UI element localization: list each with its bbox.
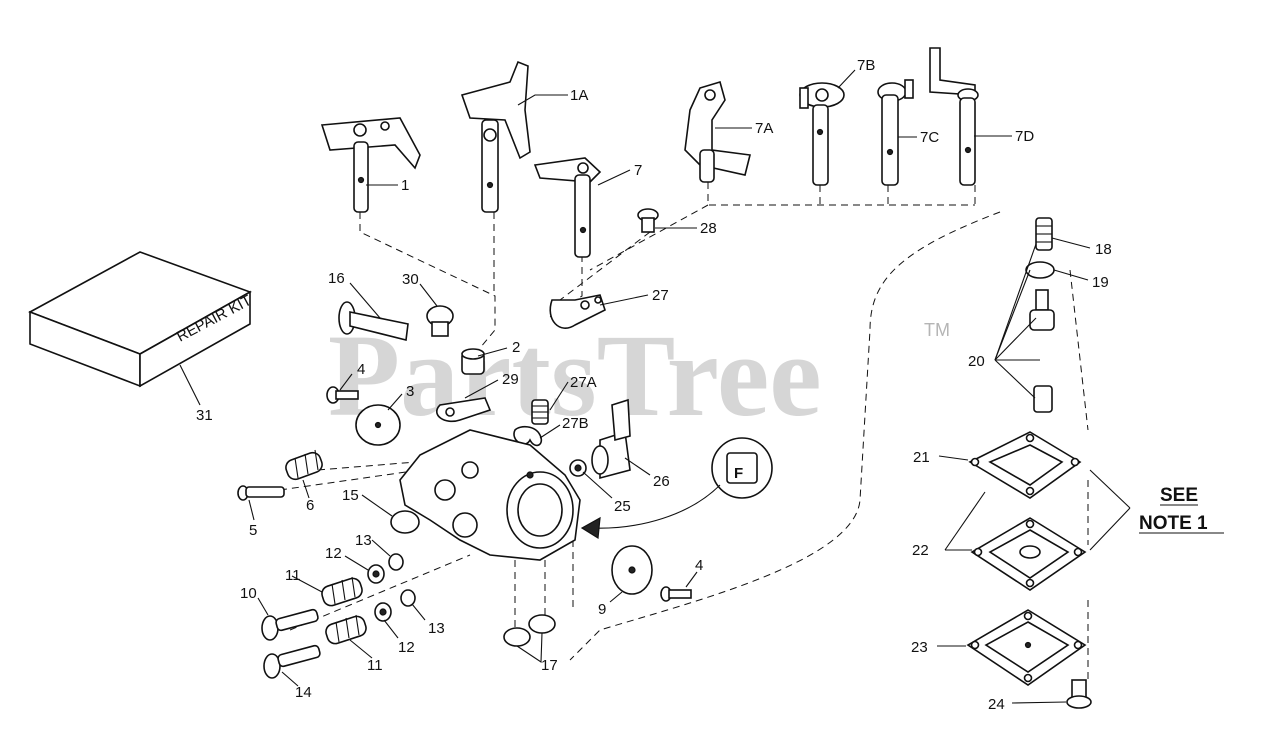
lever-1A: [460, 60, 531, 213]
label-16: 16: [328, 270, 345, 287]
label-4-top: 4: [357, 361, 365, 378]
label-23: 23: [911, 639, 928, 656]
label-27: 27: [652, 287, 669, 304]
label-2: 2: [512, 339, 520, 356]
washer-13b: [400, 589, 416, 607]
label-27A: 27A: [570, 374, 597, 391]
fitting-2: [461, 348, 485, 375]
label-6: 6: [306, 497, 314, 514]
label-4-bottom: 4: [695, 557, 703, 574]
label-7B: 7B: [857, 57, 875, 74]
label-27B: 27B: [562, 415, 589, 432]
label-12b: 12: [398, 639, 415, 656]
gasket-19: [1025, 261, 1055, 279]
washer-13a: [388, 553, 404, 571]
alignment-lines: [279, 182, 1089, 680]
screw-30: [426, 305, 454, 337]
label-11b: 11: [367, 657, 383, 674]
lever-7C: [877, 79, 914, 186]
label-7: 7: [634, 162, 642, 179]
label-10: 10: [240, 585, 257, 602]
label-18: 18: [1095, 241, 1112, 258]
pin-16: [338, 301, 409, 341]
label-28: 28: [700, 220, 717, 237]
label-30: 30: [402, 271, 419, 288]
see-note: SEE NOTE 1: [1139, 485, 1224, 534]
valve-18: [1035, 217, 1053, 251]
leader-lines: [179, 69, 1131, 704]
label-1: 1: [401, 177, 409, 194]
label-13a: 13: [355, 532, 372, 549]
label-9: 9: [598, 601, 606, 618]
plate-3: [355, 404, 401, 446]
lever-1: [320, 117, 421, 213]
plug-25: [569, 459, 587, 477]
label-13b: 13: [428, 620, 445, 637]
repair-kit-box: REPAIR KIT: [28, 251, 255, 388]
label-24: 24: [988, 696, 1005, 713]
label-7C: 7C: [920, 129, 939, 146]
link-29: [436, 397, 492, 423]
carburetor-body: [399, 429, 581, 561]
diaphragm-22: [970, 517, 1087, 591]
label-12a: 12: [325, 545, 342, 562]
watermark: PartsTree TM: [328, 310, 950, 441]
label-1A: 1A: [570, 87, 588, 104]
label-20: 20: [968, 353, 985, 370]
watermark-text: PartsTree: [328, 310, 822, 441]
lever-7: [533, 157, 602, 258]
gasket-21: [968, 431, 1082, 499]
label-5: 5: [249, 522, 257, 539]
label-29: 29: [502, 371, 519, 388]
needle-10: [261, 608, 319, 641]
label-25: 25: [614, 498, 631, 515]
washer-12a: [367, 564, 385, 584]
washer-12b: [374, 602, 392, 622]
lever-7D: [929, 47, 979, 186]
label-26: 26: [653, 473, 670, 490]
plugs-17: [503, 614, 556, 647]
screw-28: [637, 208, 659, 233]
screw-24: [1066, 679, 1092, 709]
part-labels: 1 1A 7 7A 7B 7C 7D 28 27 16 30 2 4 29 27…: [196, 57, 1112, 713]
label-19: 19: [1092, 274, 1109, 291]
plug-15: [390, 510, 420, 534]
label-14: 14: [295, 684, 312, 701]
label-7D: 7D: [1015, 128, 1034, 145]
note-line2: NOTE 1: [1139, 513, 1208, 534]
spring-11b: [325, 614, 367, 645]
watermark-trademark: TM: [924, 320, 950, 340]
lever-7B: [799, 82, 845, 186]
clip-27: [549, 294, 606, 329]
callout-letter: F: [734, 465, 743, 482]
label-22: 22: [912, 542, 929, 559]
label-21: 21: [913, 449, 930, 466]
callout-f: F: [580, 437, 773, 540]
screw-4-top: [326, 386, 359, 404]
spring-11a: [321, 576, 363, 607]
cover-23: [966, 609, 1087, 686]
label-15: 15: [342, 487, 359, 504]
lever-7A: [684, 80, 751, 183]
spring-6: [285, 449, 323, 481]
note-line1: SEE: [1160, 485, 1198, 506]
screw-5: [237, 485, 285, 501]
label-31: 31: [196, 407, 213, 424]
needle-14: [263, 644, 321, 679]
plate-9: [611, 545, 653, 595]
elbow-fitting-26: [591, 398, 631, 480]
label-17: 17: [541, 657, 558, 674]
label-11a: 11: [285, 567, 301, 584]
valve-parts-20: [1029, 289, 1055, 413]
label-7A: 7A: [755, 120, 773, 137]
spring-27A: [531, 399, 549, 425]
label-3: 3: [406, 383, 414, 400]
screw-4-bottom: [660, 586, 692, 602]
